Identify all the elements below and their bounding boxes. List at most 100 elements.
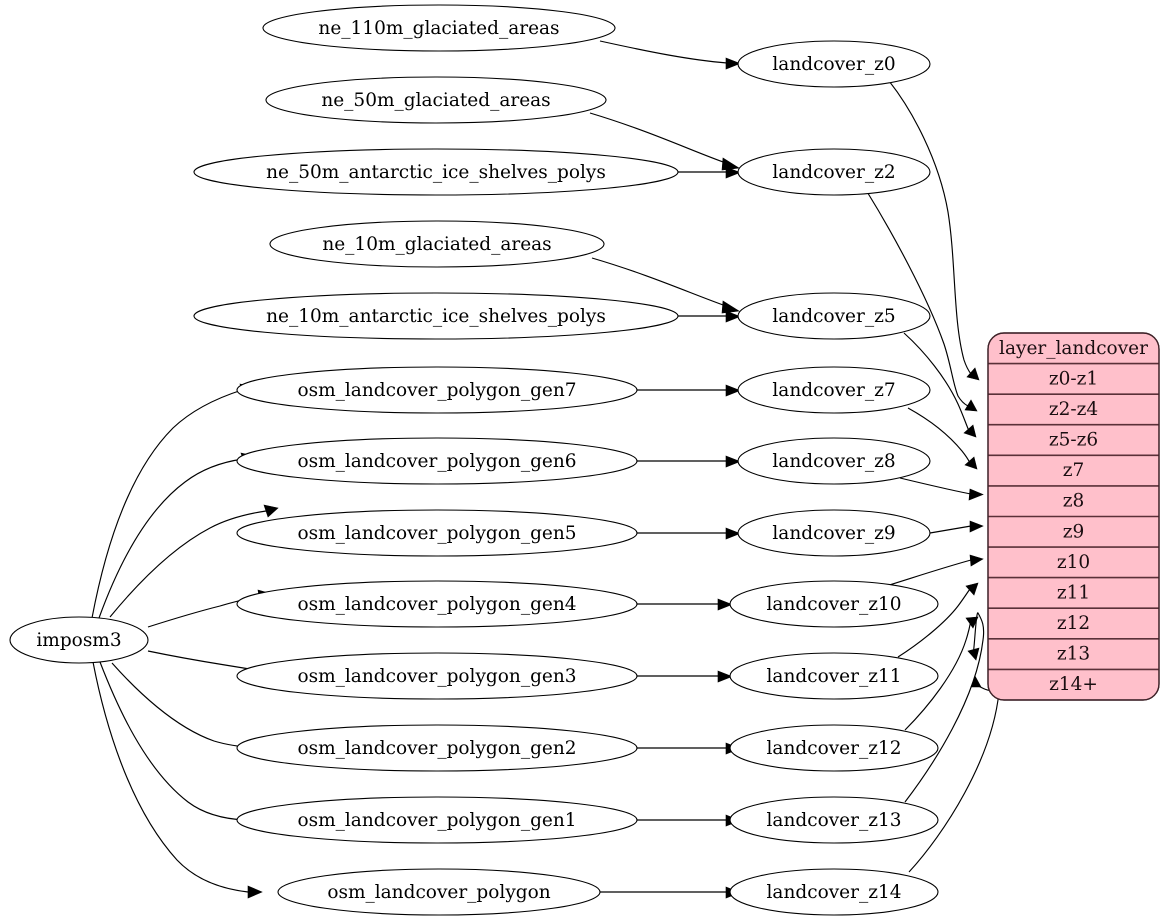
edge-z8-to-row-z8	[899, 477, 984, 501]
osm-node-group: osm_landcover_polygon_gen7 osm_landcover…	[236, 366, 638, 916]
table-row-label: z0-z1	[1049, 368, 1098, 389]
edge-z2-to-row-z2z4	[865, 189, 978, 412]
node-label: imposm3	[36, 630, 121, 651]
table-row-label: z2-z4	[1049, 399, 1098, 420]
table-row-z8[interactable]: z8	[988, 491, 1159, 518]
edge-gen6-to-z8	[637, 455, 741, 468]
edge-gen1-to-z13	[637, 814, 741, 827]
table-row-z0-z1[interactable]: z0-z1	[988, 368, 1159, 396]
node-landcover-z12[interactable]: landcover_z12	[729, 724, 939, 772]
node-ne-50m-antarctic-ice-shelves-polys[interactable]: ne_50m_antarctic_ice_shelves_polys	[193, 148, 679, 196]
table-row-label: z8	[1063, 491, 1085, 512]
node-label: osm_landcover_polygon_gen2	[297, 738, 576, 759]
node-landcover-z14[interactable]: landcover_z14	[729, 868, 939, 916]
table-header-label: layer_landcover	[999, 338, 1148, 359]
node-ne-10m-glaciated-areas[interactable]: ne_10m_glaciated_areas	[269, 220, 605, 268]
node-landcover-z8[interactable]: landcover_z8	[737, 437, 931, 485]
node-label: landcover_z0	[772, 54, 895, 75]
node-osm-landcover-polygon-gen3[interactable]: osm_landcover_polygon_gen3	[236, 652, 638, 700]
table-row-label: z5-z6	[1049, 430, 1098, 451]
node-landcover-z2[interactable]: landcover_z2	[737, 148, 931, 196]
table-row-z13[interactable]: z13	[988, 644, 1159, 671]
node-label: osm_landcover_polygon_gen7	[297, 380, 576, 401]
table-row-label: z9	[1063, 521, 1085, 542]
edge-imposm3-to-gen6	[98, 452, 255, 619]
table-row-z10[interactable]: z10	[988, 552, 1159, 579]
node-imposm3[interactable]: imposm3	[9, 616, 149, 664]
node-landcover-z11[interactable]: landcover_z11	[729, 652, 939, 700]
natural-earth-node-group: ne_110m_glaciated_areas ne_50m_glaciated…	[193, 4, 679, 340]
node-osm-landcover-polygon-gen7[interactable]: osm_landcover_polygon_gen7	[236, 366, 638, 414]
node-ne-50m-glaciated-areas[interactable]: ne_50m_glaciated_areas	[265, 76, 607, 124]
node-osm-landcover-polygon[interactable]: osm_landcover_polygon	[277, 868, 601, 916]
edge-ne50mant-to-z2	[678, 166, 741, 179]
node-label: landcover_z14	[767, 882, 902, 903]
node-label: landcover_z2	[772, 162, 895, 183]
node-osm-landcover-polygon-gen4[interactable]: osm_landcover_polygon_gen4	[236, 580, 638, 628]
node-label: landcover_z12	[767, 738, 902, 759]
node-landcover-z7[interactable]: landcover_z7	[737, 366, 931, 414]
node-label: landcover_z9	[772, 523, 895, 544]
node-landcover-z9[interactable]: landcover_z9	[737, 509, 931, 557]
edge-ne110m-to-z0	[599, 40, 741, 70]
node-label: osm_landcover_polygon	[327, 882, 550, 903]
edge-imposm3-to-gen5	[109, 504, 279, 618]
node-osm-landcover-polygon-gen5[interactable]: osm_landcover_polygon_gen5	[236, 509, 638, 557]
edge-gen2-to-z12	[637, 742, 741, 755]
edge-imposm3-to-gen7	[91, 383, 254, 619]
edge-ne10mglac-to-z5	[591, 257, 740, 314]
edge-gen7-to-z7	[637, 384, 741, 397]
node-label: ne_110m_glaciated_areas	[318, 18, 559, 39]
edge-gen4-to-z10	[637, 598, 733, 611]
node-label: ne_50m_glaciated_areas	[321, 90, 550, 111]
node-landcover-z5[interactable]: landcover_z5	[737, 292, 931, 340]
table-row-z12[interactable]: z12	[988, 613, 1159, 640]
edge-z5-to-row-z5z6	[903, 332, 977, 438]
table-row-z14-plus[interactable]: z14+	[1049, 674, 1098, 695]
table-row-z7[interactable]: z7	[988, 460, 1159, 487]
table-row-label: z13	[1057, 644, 1090, 665]
table-row-z5-z6[interactable]: z5-z6	[988, 430, 1159, 457]
table-row-z2-z4[interactable]: z2-z4	[988, 399, 1159, 426]
node-label: landcover_z5	[772, 306, 895, 327]
edge-z13-to-row-z13	[904, 612, 985, 803]
node-label: landcover_z8	[772, 451, 895, 472]
node-label: ne_50m_antarctic_ice_shelves_polys	[266, 162, 606, 183]
node-label: landcover_z13	[767, 810, 902, 831]
edge-ne10mant-to-z5	[678, 310, 741, 323]
node-osm-landcover-polygon-gen6[interactable]: osm_landcover_polygon_gen6	[236, 437, 638, 485]
table-row-label: z14+	[1049, 674, 1098, 695]
edge-z12-to-row-z12	[904, 616, 979, 731]
node-landcover-z13[interactable]: landcover_z13	[729, 796, 939, 844]
node-label: landcover_z11	[767, 666, 902, 687]
node-ne-10m-antarctic-ice-shelves-polys[interactable]: ne_10m_antarctic_ice_shelves_polys	[193, 292, 679, 340]
landcover-node-group: landcover_z0 landcover_z2 landcover_z5 l…	[729, 40, 939, 916]
edge-gen3-to-z11	[637, 670, 733, 683]
node-osm-landcover-polygon-gen1[interactable]: osm_landcover_polygon_gen1	[236, 796, 638, 844]
node-landcover-z10[interactable]: landcover_z10	[729, 580, 939, 628]
table-row-z9[interactable]: z9	[988, 521, 1159, 548]
node-ne-110m-glaciated-areas[interactable]: ne_110m_glaciated_areas	[262, 4, 616, 52]
edge-imposm3-to-polygon	[92, 661, 263, 899]
edge-z7-to-row-z7	[907, 407, 978, 470]
edge-gen5-to-z9	[637, 527, 741, 540]
edge-z9-to-row-z9	[929, 520, 984, 534]
table-row-z11[interactable]: z11	[988, 582, 1159, 610]
node-label: landcover_z10	[767, 594, 902, 615]
node-osm-landcover-polygon-gen2[interactable]: osm_landcover_polygon_gen2	[236, 724, 638, 772]
node-label: landcover_z7	[772, 380, 895, 401]
node-landcover-z0[interactable]: landcover_z0	[737, 40, 931, 88]
edge-imposm3-to-gen1	[99, 661, 259, 827]
edge-z11-to-row-z11	[897, 582, 979, 658]
table-header-cell: layer_landcover	[988, 338, 1159, 365]
node-label: ne_10m_glaciated_areas	[322, 234, 551, 255]
node-label: osm_landcover_polygon_gen4	[297, 594, 576, 615]
table-row-label: z12	[1057, 613, 1090, 634]
table-row-label: z10	[1057, 552, 1090, 573]
node-label: ne_10m_antarctic_ice_shelves_polys	[266, 306, 606, 327]
edge-z14-to-row-z14plus	[908, 675, 1000, 873]
layer-landcover-table[interactable]: layer_landcover z0-z1 z2-z4 z5-z6 z7	[987, 332, 1160, 701]
edge-z10-to-row-z10	[885, 554, 984, 587]
